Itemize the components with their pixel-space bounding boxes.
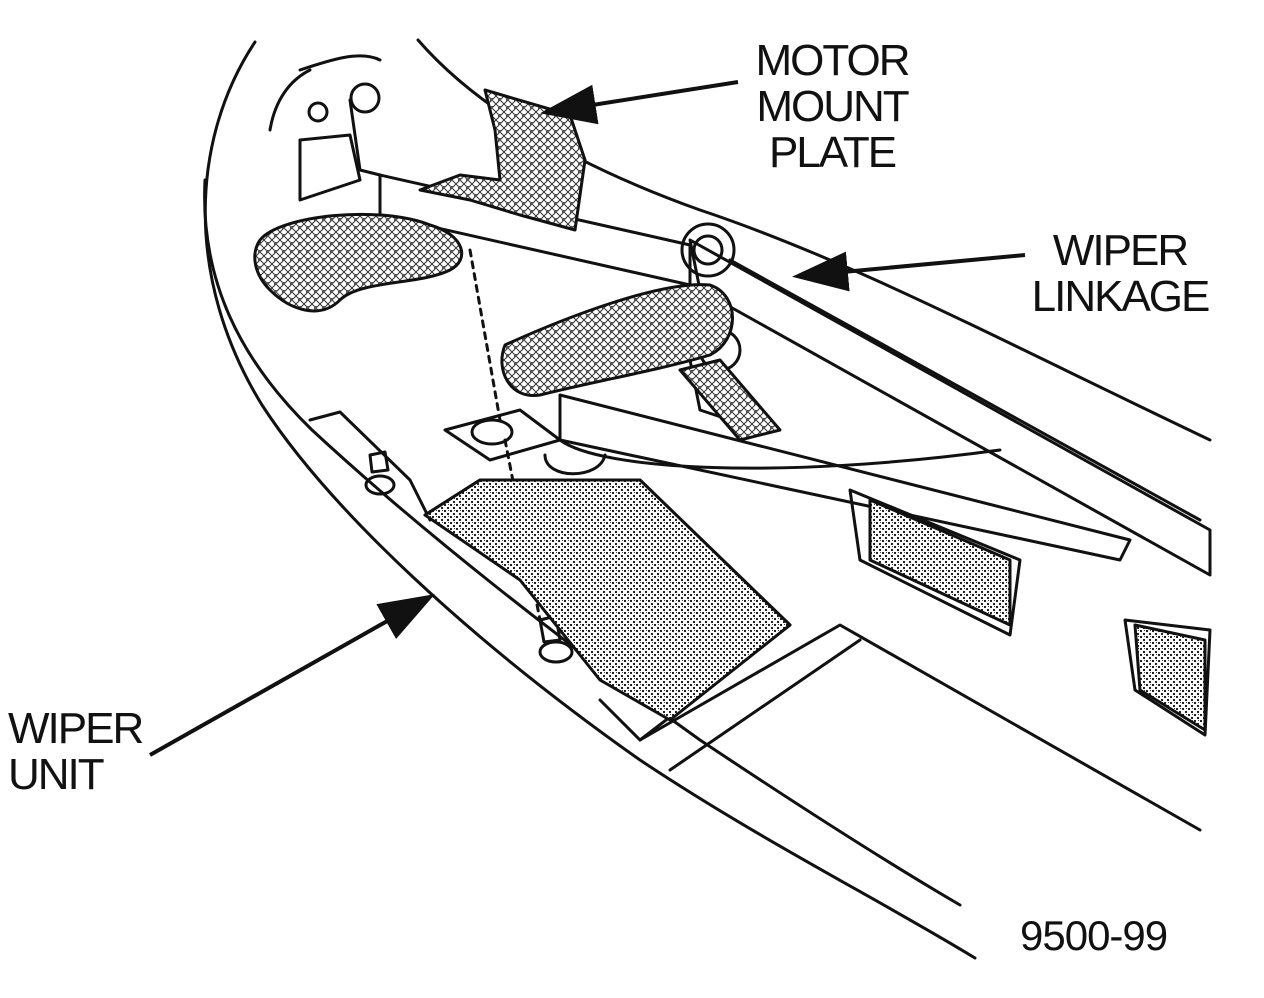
motor-mount-plate-arrow bbox=[540, 80, 739, 125]
pivot-bolt-top bbox=[307, 101, 329, 123]
crank-rod bbox=[678, 358, 782, 442]
motor-housing-area bbox=[423, 478, 792, 722]
mount-bracket bbox=[443, 408, 562, 462]
wiper-linkage-arrow bbox=[792, 251, 1026, 292]
wiper-unit-arrow bbox=[149, 594, 435, 757]
pivot-bolt-left bbox=[349, 82, 381, 114]
motor-mount-plate-label: MOTOR MOUNT PLATE bbox=[755, 36, 911, 177]
cowl-inner-edge bbox=[203, 178, 962, 907]
motor-mount-plate-shape bbox=[418, 88, 587, 232]
figure-number: 9500-99 bbox=[1020, 912, 1168, 959]
left-crank-arm bbox=[253, 212, 464, 313]
right-crank-arm bbox=[500, 283, 734, 397]
mounting-screw-upper bbox=[364, 450, 396, 496]
vent-opening-lower bbox=[1133, 623, 1207, 732]
wiper-unit-label: WIPER UNIT bbox=[8, 704, 144, 799]
linkage-pivot-bolt bbox=[680, 222, 736, 278]
wiper-linkage-label: WIPER LINKAGE bbox=[1031, 226, 1211, 321]
vent-opening-upper bbox=[868, 498, 1012, 627]
